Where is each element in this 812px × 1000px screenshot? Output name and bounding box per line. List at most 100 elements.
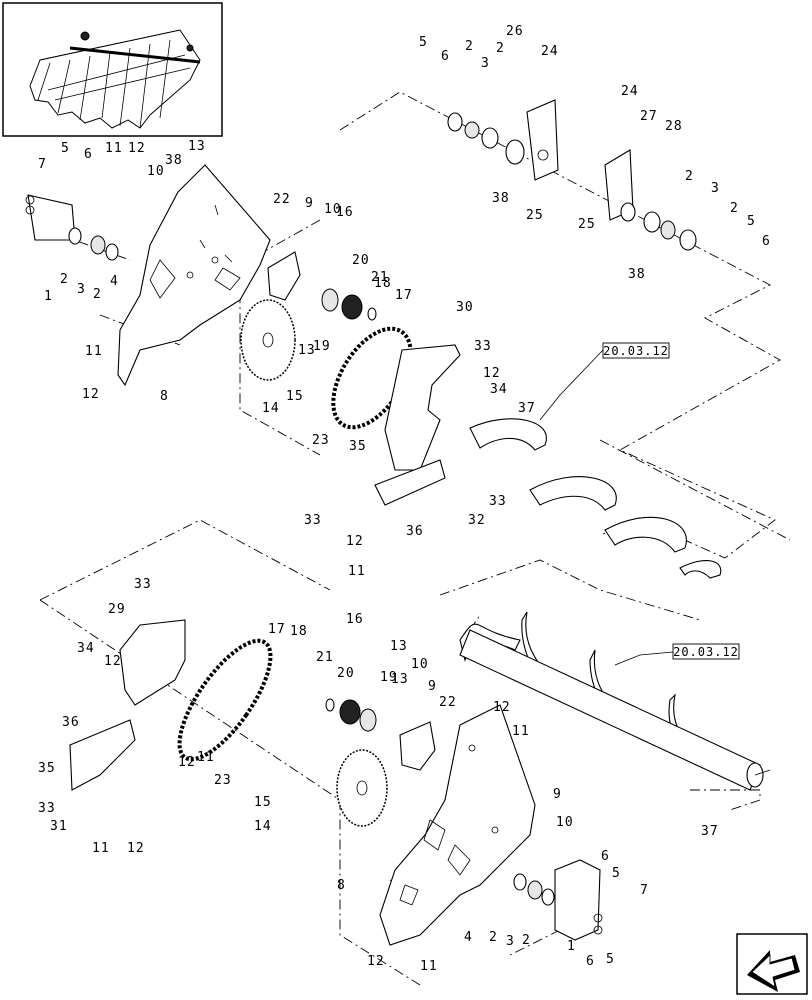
lower-callout[interactable]: 12 xyxy=(178,755,196,770)
reference-label-lower[interactable]: 20.03.12 xyxy=(673,645,739,659)
upper-callout[interactable]: 24 xyxy=(541,44,559,59)
lower-callout[interactable]: 16 xyxy=(346,612,364,627)
lower-callout[interactable]: 33 xyxy=(38,801,56,816)
upper-callout[interactable]: 16 xyxy=(336,205,354,220)
upper-callout[interactable]: 2 xyxy=(730,201,739,216)
upper-callout[interactable]: 25 xyxy=(578,217,596,232)
upper-callout[interactable]: 25 xyxy=(526,208,544,223)
lower-callout[interactable]: 12 xyxy=(127,841,145,856)
upper-callout[interactable]: 37 xyxy=(518,401,536,416)
lower-callout[interactable]: 12 xyxy=(367,954,385,969)
upper-callout[interactable]: 15 xyxy=(286,389,304,404)
lower-callout[interactable]: 12 xyxy=(104,654,122,669)
upper-callout[interactable]: 38 xyxy=(628,267,646,282)
lower-callout[interactable]: 2 xyxy=(522,933,531,948)
previous-page-button[interactable] xyxy=(736,933,808,995)
lower-callout[interactable]: 2 xyxy=(489,930,498,945)
upper-callout[interactable]: 12 xyxy=(346,534,364,549)
lower-callout[interactable]: 29 xyxy=(108,602,126,617)
upper-callout[interactable]: 17 xyxy=(395,288,413,303)
lower-callout[interactable]: 9 xyxy=(553,787,562,802)
upper-callout[interactable]: 4 xyxy=(110,274,119,289)
upper-callout[interactable]: 33 xyxy=(474,339,492,354)
upper-callout[interactable]: 12 xyxy=(128,141,146,156)
lower-callout[interactable]: 37 xyxy=(701,824,719,839)
upper-callout[interactable]: 24 xyxy=(621,84,639,99)
lower-callout[interactable]: 12 xyxy=(493,700,511,715)
lower-callout[interactable]: 6 xyxy=(601,849,610,864)
upper-callout[interactable]: 6 xyxy=(84,147,93,162)
upper-callout[interactable]: 6 xyxy=(441,49,450,64)
lower-callout[interactable]: 5 xyxy=(606,952,615,967)
upper-callout[interactable]: 21 xyxy=(371,270,389,285)
upper-callout[interactable]: 3 xyxy=(77,282,86,297)
lower-callout[interactable]: 11 xyxy=(197,750,215,765)
upper-callout[interactable]: 5 xyxy=(61,141,70,156)
upper-callout[interactable]: 7 xyxy=(38,157,47,172)
lower-callout[interactable]: 11 xyxy=(512,724,530,739)
lower-callout[interactable]: 22 xyxy=(439,695,457,710)
upper-callout[interactable]: 8 xyxy=(160,389,169,404)
upper-callout[interactable]: 11 xyxy=(85,344,103,359)
upper-callout[interactable]: 10 xyxy=(147,164,165,179)
upper-callout[interactable]: 22 xyxy=(273,192,291,207)
upper-callout[interactable]: 2 xyxy=(465,39,474,54)
lower-callout[interactable]: 3 xyxy=(506,934,515,949)
upper-callout[interactable]: 13 xyxy=(298,343,316,358)
upper-callout[interactable]: 34 xyxy=(490,382,508,397)
lower-callout[interactable]: 33 xyxy=(134,577,152,592)
upper-callout[interactable]: 18 xyxy=(374,276,392,291)
upper-callout[interactable]: 2 xyxy=(496,41,505,56)
lower-callout[interactable]: 15 xyxy=(254,795,272,810)
upper-callout[interactable]: 27 xyxy=(640,109,658,124)
lower-callout[interactable]: 8 xyxy=(337,878,346,893)
upper-callout[interactable]: 38 xyxy=(492,191,510,206)
lower-callout[interactable]: 6 xyxy=(586,954,595,969)
upper-callout[interactable]: 38 xyxy=(165,153,183,168)
lower-callout[interactable]: 4 xyxy=(464,930,473,945)
upper-callout[interactable]: 26 xyxy=(506,24,524,39)
lower-callout[interactable]: 31 xyxy=(50,819,68,834)
lower-callout[interactable]: 5 xyxy=(612,866,621,881)
lower-callout[interactable]: 19 xyxy=(380,670,398,685)
upper-callout[interactable]: 9 xyxy=(305,196,314,211)
lower-callout[interactable]: 10 xyxy=(556,815,574,830)
upper-callout[interactable]: 11 xyxy=(348,564,366,579)
reference-box-lower[interactable] xyxy=(672,643,740,660)
upper-callout[interactable]: 35 xyxy=(349,439,367,454)
lower-callout[interactable]: 10 xyxy=(411,657,429,672)
upper-callout[interactable]: 2 xyxy=(685,169,694,184)
upper-callout[interactable]: 13 xyxy=(188,139,206,154)
lower-callout[interactable]: 13 xyxy=(391,672,409,687)
lower-callout[interactable]: 1 xyxy=(567,939,576,954)
upper-callout[interactable]: 6 xyxy=(762,234,771,249)
upper-callout[interactable]: 12 xyxy=(483,366,501,381)
upper-callout[interactable]: 3 xyxy=(481,56,490,71)
lower-callout[interactable]: 21 xyxy=(316,650,334,665)
upper-callout[interactable]: 33 xyxy=(304,513,322,528)
upper-callout[interactable]: 10 xyxy=(324,202,342,217)
upper-callout[interactable]: 3 xyxy=(711,181,720,196)
upper-callout[interactable]: 32 xyxy=(468,513,486,528)
upper-callout[interactable]: 5 xyxy=(419,35,428,50)
upper-callout[interactable]: 20 xyxy=(352,253,370,268)
lower-callout[interactable]: 7 xyxy=(640,883,649,898)
lower-callout[interactable]: 17 xyxy=(268,622,286,637)
upper-callout[interactable]: 2 xyxy=(93,287,102,302)
lower-callout[interactable]: 13 xyxy=(390,639,408,654)
lower-callout[interactable]: 11 xyxy=(92,841,110,856)
upper-callout[interactable]: 36 xyxy=(406,524,424,539)
upper-callout[interactable]: 30 xyxy=(456,300,474,315)
lower-callout[interactable]: 36 xyxy=(62,715,80,730)
lower-callout[interactable]: 11 xyxy=(420,959,438,974)
upper-callout[interactable]: 5 xyxy=(747,214,756,229)
lower-callout[interactable]: 14 xyxy=(254,819,272,834)
upper-callout[interactable]: 11 xyxy=(105,141,123,156)
lower-callout[interactable]: 34 xyxy=(77,641,95,656)
upper-callout[interactable]: 23 xyxy=(312,433,330,448)
upper-callout[interactable]: 33 xyxy=(489,494,507,509)
upper-callout[interactable]: 14 xyxy=(262,401,280,416)
lower-callout[interactable]: 23 xyxy=(214,773,232,788)
upper-callout[interactable]: 1 xyxy=(44,289,53,304)
upper-callout[interactable]: 2 xyxy=(60,272,69,287)
